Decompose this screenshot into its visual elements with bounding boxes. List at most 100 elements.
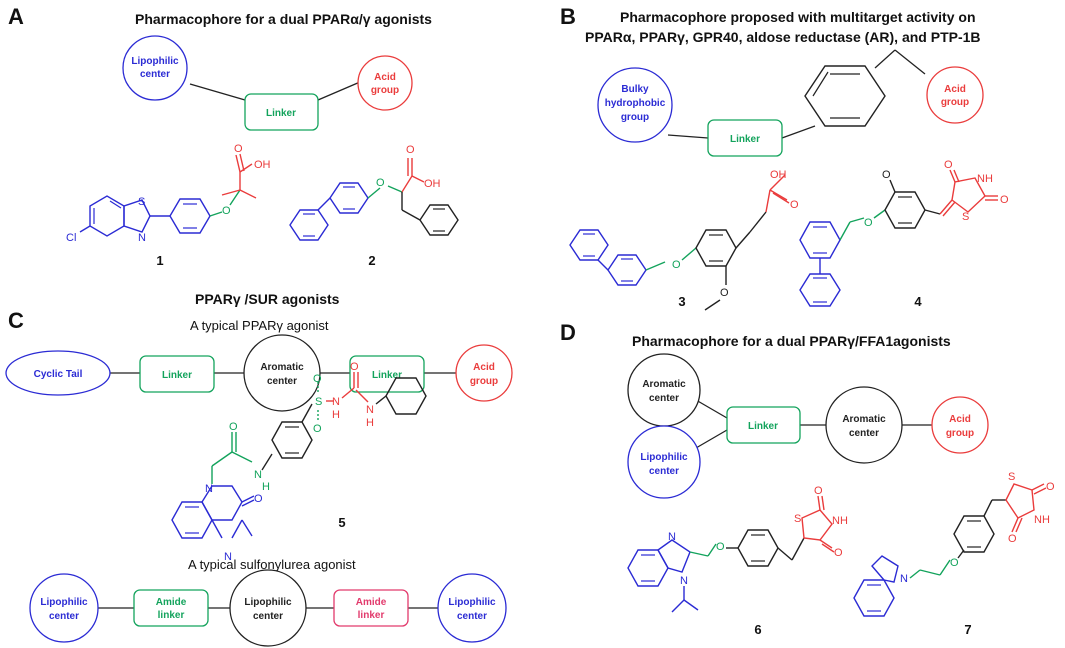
lipophilic-center-node: [627, 425, 701, 499]
panel-a: A Pharmacophore for a dual PPARα/γ agoni…: [8, 4, 459, 268]
node-label: linker: [358, 610, 385, 621]
node-label: center: [140, 69, 170, 80]
atom-label: N: [205, 483, 213, 495]
node-label: group: [946, 428, 974, 439]
aromatic-center-node: [825, 386, 903, 464]
compound-2-structure: O O OH: [289, 144, 459, 241]
lipophilic-center-node: [229, 569, 307, 647]
node-label: group: [371, 85, 399, 96]
node-label: Linker: [162, 370, 192, 381]
node-label: Cyclic Tail: [34, 369, 83, 380]
edge: [894, 49, 926, 75]
atom-label: S: [315, 396, 322, 408]
atom-label: N: [224, 551, 232, 563]
panel-letter-a: A: [8, 4, 24, 29]
aromatic-ring: [804, 65, 886, 127]
atom-label: O: [229, 421, 238, 433]
linker-node: [726, 406, 801, 444]
atom-label: H: [332, 409, 340, 421]
atom-label: O: [350, 361, 359, 373]
atom-label: O: [313, 373, 322, 385]
amide-linker-node: [333, 589, 409, 627]
compound-number-2: 2: [368, 253, 375, 268]
node-label: Linker: [372, 370, 402, 381]
panel-c: C PPARγ /SUR agonists A typical PPARγ ag…: [5, 291, 513, 647]
atom-label: S: [962, 211, 969, 223]
compound-6-structure: N N O S NH O O: [627, 485, 848, 613]
edge: [781, 125, 816, 139]
atom-label: O: [406, 144, 415, 156]
panel-letter-c: C: [8, 308, 24, 333]
node-label: Acid: [473, 362, 495, 373]
panel-b-title-line1: Pharmacophore proposed with multitarget …: [620, 9, 976, 25]
atom-label: O: [834, 547, 843, 559]
atom-label: N: [138, 232, 146, 244]
node-label: center: [267, 376, 297, 387]
edge: [667, 134, 709, 139]
panel-b-title-line2: PPARα, PPARγ, GPR40, aldose reductase (A…: [585, 29, 981, 45]
node-label: center: [253, 611, 283, 622]
acid-group-node: [455, 344, 513, 402]
compound-number-3: 3: [678, 294, 685, 309]
node-label: center: [849, 428, 879, 439]
linker-node: [349, 355, 425, 393]
node-label: Lipophilic: [131, 56, 179, 67]
node-label: Acid: [949, 414, 971, 425]
atom-label: O: [313, 423, 322, 435]
atom-label: N: [668, 531, 676, 543]
lipophilic-center-node: [29, 573, 99, 643]
atom-label: O: [864, 217, 873, 229]
edge: [874, 49, 896, 69]
linker-node: [139, 355, 215, 393]
node-label: Acid: [374, 72, 396, 83]
node-label: hydrophobic: [605, 98, 666, 109]
atom-label: O: [672, 259, 681, 271]
compound-5-structure: N N O O N H S O O N: [171, 361, 427, 563]
edge: [189, 83, 246, 101]
compound-4-structure: O O O NH O S: [799, 159, 1009, 307]
node-label: Linker: [748, 421, 778, 432]
atom-label: OH: [424, 178, 441, 190]
node-label: group: [941, 97, 969, 108]
atom-label: O: [1000, 194, 1009, 206]
node-label: Amide: [156, 597, 187, 608]
atom-label: H: [262, 481, 270, 493]
aromatic-center-node: [627, 353, 701, 427]
panel-c-subtitle-1: A typical PPARγ agonist: [190, 318, 329, 333]
atom-label: S: [138, 196, 145, 208]
atom-label: N: [366, 404, 374, 416]
atom-label: Cl: [66, 232, 76, 244]
node-label: linker: [158, 610, 185, 621]
atom-label: OH: [254, 159, 271, 171]
compound-number-5: 5: [338, 515, 345, 530]
lipophilic-center-node: [122, 35, 188, 101]
compound-number-4: 4: [914, 294, 922, 309]
edge: [695, 399, 728, 419]
panel-c-subtitle-2: A typical sulfonylurea agonist: [188, 557, 356, 572]
atom-label: O: [254, 493, 263, 505]
atom-label: O: [1008, 533, 1017, 545]
atom-label: O: [1046, 481, 1055, 493]
node-label: Linker: [730, 134, 760, 145]
panel-b: B Pharmacophore proposed with multitarge…: [560, 4, 1009, 311]
atom-label: N: [254, 469, 262, 481]
node-label: Acid: [944, 84, 966, 95]
atom-label: N: [900, 573, 908, 585]
node-label: group: [621, 112, 649, 123]
compound-number-1: 1: [156, 253, 163, 268]
bulky-hydrophobic-group-node: [597, 67, 673, 143]
edge: [317, 81, 361, 101]
node-label: center: [649, 466, 679, 477]
atom-label: O: [222, 205, 231, 217]
lipophilic-center-node: [437, 573, 507, 643]
node-label: Lipophilic: [448, 597, 496, 608]
compound-3-structure: O O O OH: [569, 169, 799, 311]
amide-linker-node: [133, 589, 209, 627]
compound-number-7: 7: [964, 622, 971, 637]
linker-node: [244, 93, 319, 131]
node-label: center: [457, 611, 487, 622]
atom-label: O: [720, 287, 729, 299]
acid-group-node: [931, 396, 989, 454]
panel-letter-b: B: [560, 4, 576, 29]
panel-a-title: Pharmacophore for a dual PPARα/γ agonist…: [135, 11, 432, 27]
